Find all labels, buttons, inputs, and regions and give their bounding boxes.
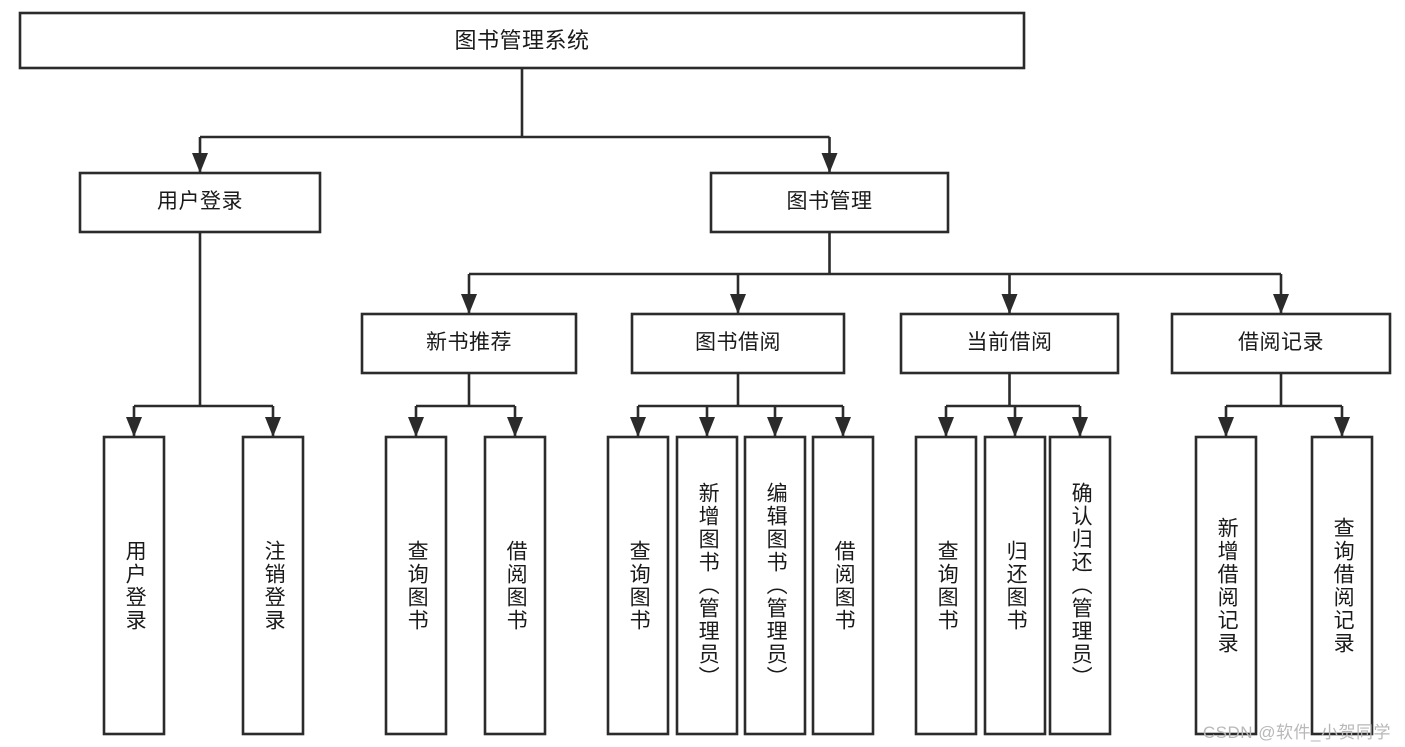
node-box-leaf-add-book-admin <box>675 435 739 736</box>
node-box-leaf-edit-book-admin <box>743 435 807 736</box>
node-box-book-management <box>709 171 950 234</box>
node-box-leaf-user-login <box>102 435 166 736</box>
arrow-head-icon-leaf-borrow-book-recommend <box>507 417 523 437</box>
arrow-head-icon-leaf-confirm-return-admin <box>1072 417 1088 437</box>
node-box-new-book-recommend <box>360 312 578 375</box>
arrow-head-icon-borrow-record <box>1273 294 1289 314</box>
arrow-head-icon-book-borrow <box>730 294 746 314</box>
arrow-head-icon-book-management <box>821 153 838 173</box>
arrow-head-icon-leaf-add-book-admin <box>699 417 715 437</box>
arrow-head-icon-leaf-query-book-recommend <box>408 417 424 437</box>
arrow-head-icon-new-book-recommend <box>461 294 477 314</box>
node-box-leaf-query-book-current <box>914 435 978 736</box>
node-box-leaf-add-borrow-record <box>1194 435 1258 736</box>
node-box-leaf-borrow-book <box>811 435 875 736</box>
node-box-leaf-confirm-return-admin <box>1048 435 1112 736</box>
node-box-book-borrow <box>630 312 846 375</box>
node-boxes-group <box>18 11 1392 736</box>
arrow-head-icon-leaf-user-login <box>126 417 142 437</box>
node-box-leaf-borrow-book-recommend <box>483 435 547 736</box>
arrow-head-icon-user-login <box>192 153 208 173</box>
node-box-user-login <box>78 171 322 234</box>
arrow-head-icon-leaf-borrow-book <box>835 417 851 437</box>
node-box-leaf-return-book <box>983 435 1047 736</box>
node-box-leaf-logout-login <box>241 435 305 736</box>
connector-lines-group <box>126 68 1350 437</box>
arrow-head-icon-leaf-query-book-current <box>938 417 954 437</box>
arrow-head-icon-leaf-edit-book-admin <box>767 417 783 437</box>
arrow-head-icon-current-borrow <box>1001 294 1018 314</box>
arrow-head-icon-leaf-add-borrow-record <box>1218 417 1234 437</box>
arrow-head-icon-leaf-logout-login <box>265 417 281 437</box>
arrow-head-icon-leaf-query-book-borrow <box>630 417 646 437</box>
node-box-leaf-query-book-recommend <box>384 435 448 736</box>
node-box-leaf-query-book-borrow <box>606 435 670 736</box>
node-box-root <box>18 11 1026 70</box>
node-box-borrow-record <box>1170 312 1392 375</box>
arrow-head-icon-leaf-query-borrow-record <box>1334 417 1350 437</box>
node-box-leaf-query-borrow-record <box>1310 435 1374 736</box>
node-box-current-borrow <box>899 312 1120 375</box>
arrow-head-icon-leaf-return-book <box>1007 417 1023 437</box>
